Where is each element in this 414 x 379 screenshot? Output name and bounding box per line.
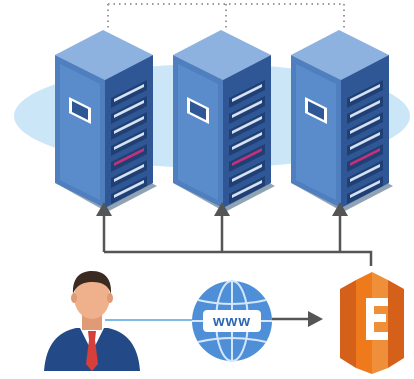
arrow-up-icon bbox=[332, 202, 348, 216]
connector-lines bbox=[102, 214, 373, 321]
arrow-right-icon bbox=[308, 311, 323, 327]
www-label: www bbox=[212, 313, 251, 330]
server-rack-icon bbox=[55, 30, 157, 212]
aws-ec2-icon bbox=[340, 272, 404, 374]
arrow-up-icon bbox=[214, 202, 230, 216]
arrow-heads bbox=[96, 202, 348, 327]
server-rack-icon bbox=[291, 30, 393, 212]
server-group bbox=[55, 30, 393, 212]
arrow-up-icon bbox=[96, 202, 112, 216]
businessman-icon bbox=[44, 271, 140, 371]
dotted-link bbox=[107, 3, 345, 28]
server-rack-icon bbox=[173, 30, 275, 212]
globe-www-icon: www bbox=[192, 280, 272, 362]
